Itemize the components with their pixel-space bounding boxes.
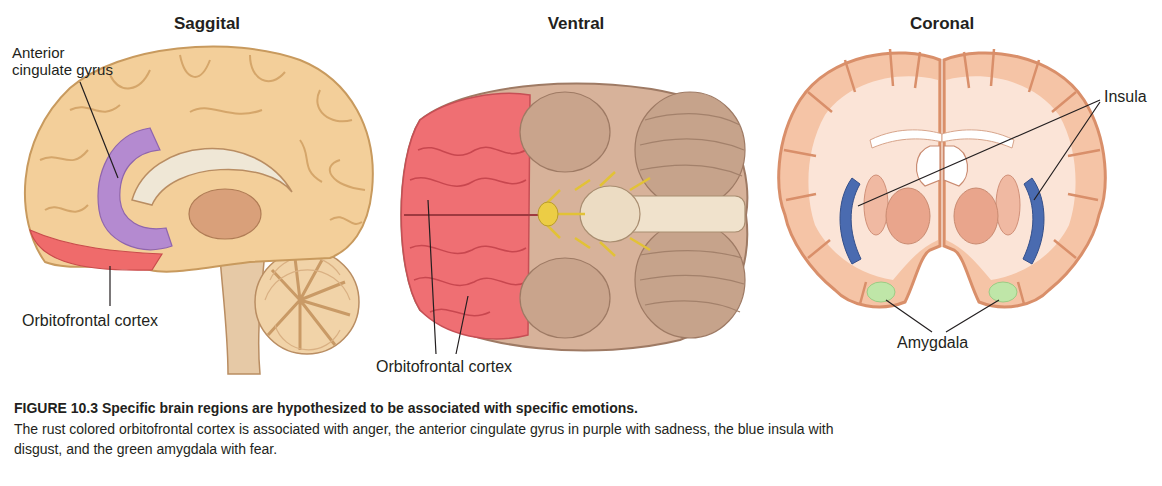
- part-label: Orbitofrontal cortex: [22, 312, 158, 330]
- optic-chiasm: [538, 202, 558, 226]
- leader-line: [428, 200, 468, 354]
- ventricle: [916, 146, 940, 186]
- corpus-callosum: [870, 130, 942, 148]
- hemisphere: [942, 49, 1105, 307]
- orbitofrontal-cortex: [401, 93, 530, 339]
- figure-title: FIGURE 10.3 Specific brain regions are h…: [14, 398, 1144, 418]
- orbitofrontal-cortex: [30, 230, 162, 270]
- view-heading: Coronal: [842, 14, 1042, 34]
- cerebrum-underside: [401, 84, 747, 351]
- leader-line: [80, 82, 118, 306]
- amygdala: [867, 282, 895, 302]
- hemisphere: [779, 49, 942, 307]
- thalamus: [886, 188, 930, 244]
- insula: [840, 178, 861, 264]
- anterior-cingulate-gyrus: [98, 128, 172, 250]
- cerebellum: [255, 250, 359, 354]
- cerebrum: [25, 47, 373, 272]
- view-heading: Ventral: [476, 14, 676, 34]
- cortex: [779, 53, 940, 307]
- pons: [580, 186, 640, 242]
- figure-caption: The rust colored orbitofrontal cortex is…: [14, 419, 854, 460]
- part-label: Orbitofrontal cortex: [376, 358, 512, 376]
- thalamus: [189, 189, 261, 239]
- leader-line: [858, 100, 1100, 332]
- coronal-brain: [779, 49, 1105, 332]
- part-label: Anterior cingulate gyrus: [12, 44, 126, 79]
- part-label: Insula: [1104, 88, 1147, 106]
- cerebellum: [635, 92, 745, 208]
- midline: [404, 214, 545, 216]
- view-heading: Saggital: [107, 14, 307, 34]
- ventral-brain: [401, 84, 747, 354]
- temporal-lobe: [520, 258, 610, 338]
- part-label: Amygdala: [897, 334, 968, 352]
- temporal-lobe: [520, 92, 610, 172]
- sulci: [784, 49, 920, 304]
- putamen: [864, 175, 888, 235]
- cerebellum-folia: [265, 257, 350, 350]
- gyri: [410, 147, 526, 315]
